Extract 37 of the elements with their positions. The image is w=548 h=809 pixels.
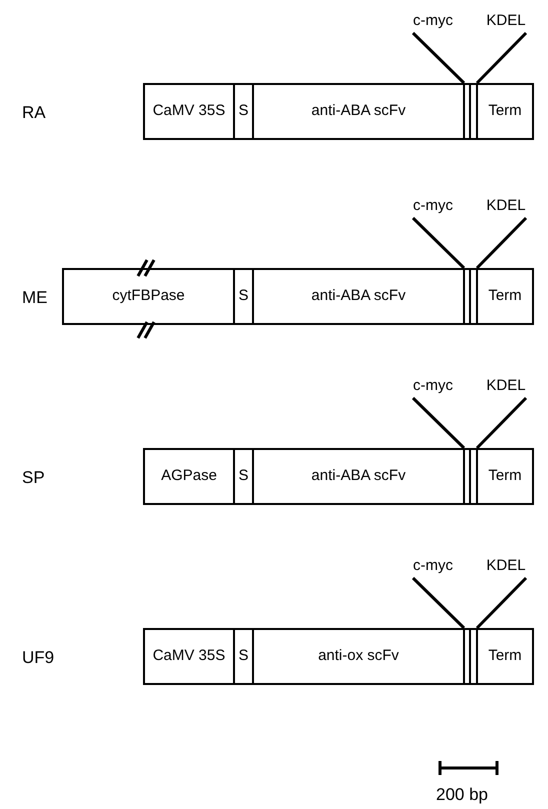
tag-label: KDEL: [478, 556, 534, 576]
tag-label: c-myc: [405, 11, 461, 31]
construct-name: RA: [22, 102, 46, 124]
construct-name: SP: [22, 466, 45, 488]
leader-line: [476, 576, 528, 630]
terminator-segment: Term: [476, 448, 534, 505]
signal-segment: S: [233, 448, 254, 505]
terminator-segment: Term: [476, 83, 534, 140]
tag-label: KDEL: [478, 11, 534, 31]
tag-label: KDEL: [478, 376, 534, 396]
signal-segment: S: [233, 83, 254, 140]
tag-label: c-myc: [405, 196, 461, 216]
tag-label: KDEL: [478, 196, 534, 216]
leader-line: [412, 216, 466, 270]
promoter-segment: CaMV 35S: [143, 83, 235, 140]
scfv-segment: anti-ABA scFv: [252, 268, 465, 325]
tag-label: c-myc: [405, 556, 461, 576]
terminator-segment: Term: [476, 628, 534, 685]
leader-line: [476, 216, 528, 270]
scale-label: 200 bp: [436, 784, 488, 806]
leader-line: [412, 396, 466, 450]
scfv-segment: anti-ABA scFv: [252, 83, 465, 140]
scfv-segment: anti-ox scFv: [252, 628, 465, 685]
promoter-segment: CaMV 35S: [143, 628, 235, 685]
promoter-segment: cytFBPase: [62, 268, 235, 325]
leader-line: [476, 396, 528, 450]
leader-line: [412, 32, 466, 84]
leader-line: [412, 576, 466, 630]
scfv-segment: anti-ABA scFv: [252, 448, 465, 505]
construct-name: ME: [22, 286, 48, 308]
terminator-segment: Term: [476, 268, 534, 325]
signal-segment: S: [233, 628, 254, 685]
promoter-segment: AGPase: [143, 448, 235, 505]
leader-line: [476, 32, 528, 84]
signal-segment: S: [233, 268, 254, 325]
tag-label: c-myc: [405, 376, 461, 396]
construct-name: UF9: [22, 646, 54, 668]
